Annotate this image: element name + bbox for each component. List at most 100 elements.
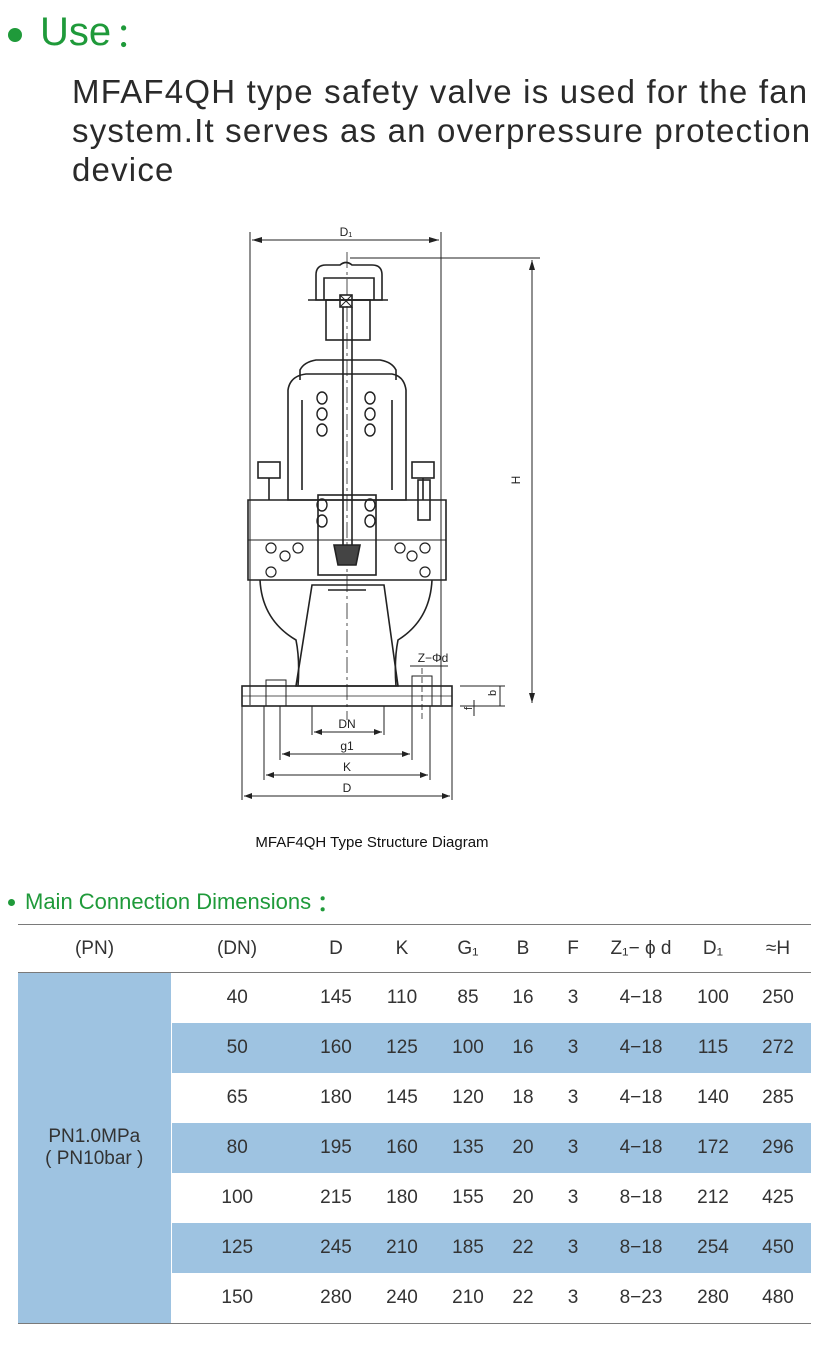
table-cell: 110 xyxy=(386,987,418,1008)
table-cell: 100 xyxy=(435,1023,501,1073)
table-cell: 215 xyxy=(320,1187,352,1208)
table-cell: 450 xyxy=(745,1223,811,1273)
table-cell: 210 xyxy=(435,1273,501,1324)
table-cell: 125 xyxy=(369,1023,435,1073)
table-row: 150 280 240 210 22 3 8−23 280 480 xyxy=(18,1273,811,1324)
bullet-icon xyxy=(8,898,15,906)
table-cell: 22 xyxy=(501,1223,545,1273)
table-row: 50 160 125 100 16 3 4−18 115 272 xyxy=(18,1023,811,1073)
table-cell: 8−23 xyxy=(601,1273,681,1324)
table-cell: 280 xyxy=(303,1273,369,1324)
header-d1: D₁ xyxy=(681,924,745,973)
table-cell: 3 xyxy=(567,987,579,1008)
table-cell: 80 xyxy=(171,1123,303,1173)
table-cell: 272 xyxy=(745,1023,811,1073)
label-g1: g1 xyxy=(340,739,354,753)
table-row: 100 215 180 155 20 3 8−18 212 425 xyxy=(18,1173,811,1223)
use-heading-text: Use xyxy=(40,10,112,54)
label-dn: DN xyxy=(338,717,355,731)
pn-cell: PN1.0MPa ( PN10bar ) xyxy=(18,972,172,1324)
table-cell: 22 xyxy=(501,1273,545,1324)
dimensions-table: (PN) (DN) D K G₁ B F Z₁− ϕ d D₁ ≈H PN1.0… xyxy=(18,924,811,1324)
table-cell: 4−18 xyxy=(601,1023,681,1073)
table-cell: 3 xyxy=(545,1223,601,1273)
table-cell: 296 xyxy=(745,1123,811,1173)
table-cell: 185 xyxy=(435,1223,501,1273)
table-cell: 3 xyxy=(567,1187,579,1208)
table-cell: 4−18 xyxy=(619,1087,663,1108)
header-d: D xyxy=(303,924,369,973)
table-cell: 240 xyxy=(369,1273,435,1324)
label-h: H xyxy=(509,476,523,485)
table-cell: 8−18 xyxy=(619,1187,663,1208)
use-heading: Use ： xyxy=(8,8,149,57)
pn-label-bar: ( PN10bar ) xyxy=(45,1148,144,1169)
label-f: f xyxy=(463,706,475,710)
diagram-caption: MFAF4QH Type Structure Diagram xyxy=(255,834,489,851)
table-cell: 254 xyxy=(681,1223,745,1273)
table-row: PN1.0MPa ( PN10bar ) 40 145 110 85 16 3 … xyxy=(18,972,811,1324)
table-cell: 40 xyxy=(226,987,248,1008)
table-cell: 8−18 xyxy=(601,1223,681,1273)
table-cell: 160 xyxy=(369,1123,435,1173)
label-z-phi-d: Z−Φd xyxy=(418,651,449,665)
table-cell: 100 xyxy=(697,987,729,1008)
label-d1: D₁ xyxy=(340,225,353,239)
table-cell: 245 xyxy=(303,1223,369,1273)
table-cell: 18 xyxy=(512,1087,534,1108)
table-cell: 285 xyxy=(762,1087,794,1108)
table-cell: 195 xyxy=(303,1123,369,1173)
table-cell: 3 xyxy=(545,1273,601,1324)
table-cell: 115 xyxy=(681,1023,745,1073)
table-header-row: (PN) (DN) D K G₁ B F Z₁− ϕ d D₁ ≈H xyxy=(18,924,811,973)
table-cell: 16 xyxy=(512,987,534,1008)
header-f: F xyxy=(545,924,601,973)
table-cell: 3 xyxy=(567,1087,579,1108)
label-d: D xyxy=(343,781,352,795)
header-pn: (PN) xyxy=(18,924,171,973)
table-cell: 480 xyxy=(745,1273,811,1324)
table-cell: 65 xyxy=(226,1087,248,1108)
table-cell: 150 xyxy=(171,1273,303,1324)
table-cell: 280 xyxy=(681,1273,745,1324)
table-cell: 180 xyxy=(320,1087,352,1108)
table-cell: 3 xyxy=(545,1023,601,1073)
dimensions-heading-text: Main Connection Dimensions xyxy=(25,889,312,914)
use-heading-colon: ： xyxy=(115,17,150,55)
valve-structure-diagram: D₁ H xyxy=(241,225,540,800)
bullet-icon xyxy=(8,27,22,42)
header-k: K xyxy=(369,924,435,973)
header-h: ≈H xyxy=(745,924,811,973)
label-k: K xyxy=(343,760,351,774)
table-cell: 160 xyxy=(303,1023,369,1073)
table-cell: 135 xyxy=(435,1123,501,1173)
table-row: 125 245 210 185 22 3 8−18 254 450 xyxy=(18,1223,811,1273)
use-description: MFAF4QH type safety valve is used for th… xyxy=(72,73,812,188)
table-cell: 180 xyxy=(386,1187,418,1208)
table-cell: 100 xyxy=(221,1187,254,1208)
table-cell: 3 xyxy=(545,1123,601,1173)
table-cell: 120 xyxy=(452,1087,484,1108)
header-g1: G₁ xyxy=(435,924,501,973)
table-cell: 85 xyxy=(457,987,479,1008)
table-cell: 20 xyxy=(512,1187,534,1208)
table-cell: 210 xyxy=(369,1223,435,1273)
label-b: b xyxy=(487,690,499,696)
header-b: B xyxy=(501,924,545,973)
table-row: 80 195 160 135 20 3 4−18 172 296 xyxy=(18,1123,811,1173)
table-cell: 250 xyxy=(762,987,794,1008)
table-cell: 155 xyxy=(452,1187,484,1208)
pn-label-mpa: PN1.0MPa xyxy=(48,1126,141,1147)
table-cell: 20 xyxy=(501,1123,545,1173)
table-row: 65 180 145 120 18 3 4−18 140 285 xyxy=(18,1073,811,1123)
table-cell: 425 xyxy=(762,1187,794,1208)
table-cell: 145 xyxy=(320,987,352,1008)
table-cell: 4−18 xyxy=(619,987,663,1008)
table-cell: 140 xyxy=(697,1087,729,1108)
header-z-phi-d: Z₁− ϕ d xyxy=(601,924,681,973)
table-cell: 172 xyxy=(681,1123,745,1173)
dimensions-heading-colon: ： xyxy=(317,891,340,916)
table-cell: 16 xyxy=(501,1023,545,1073)
table-cell: 50 xyxy=(171,1023,303,1073)
header-dn: (DN) xyxy=(171,924,303,973)
